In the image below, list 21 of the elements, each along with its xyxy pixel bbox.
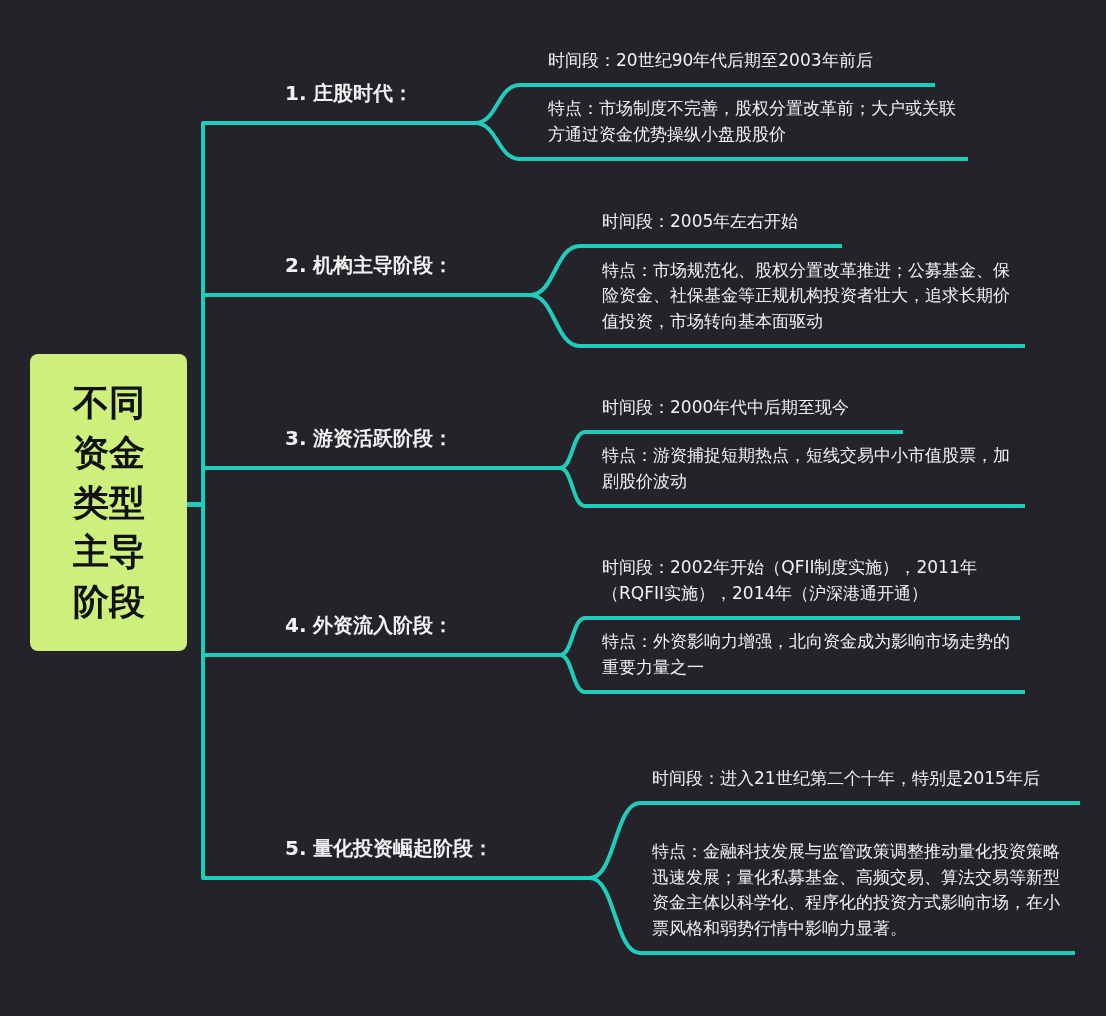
stage-heading: 2. 机构主导阶段： (280, 252, 530, 297)
time-period-note: 时间段：2002年开始（QFII制度实施），2011年（RQFII实施），2014年（沪深港通开通） (585, 555, 1020, 620)
connector-line (558, 466, 587, 508)
feature-note: 特点：市场规范化、股权分置改革推进；公募基金、保险资金、社保基金等正规机构投资者壮大，追求长期价值投资，市场转向基本面驱动 (580, 257, 1025, 348)
feature-note: 特点：游资捕捉短期热点，短线交易中小市值股票，加剧股价波动 (585, 443, 1025, 508)
feature-note: 特点：金融科技发展与监管政策调整推动量化投资策略迅速发展；量化私募基金、高频交易、算法交易等新型资金主体以科学化、程序化的投资方式影响市场，在小票风格和弱势行情中影响力显著。 (640, 839, 1075, 955)
connector-line (528, 293, 582, 348)
topic-box: 不同资金类型主导阶段 (30, 354, 187, 651)
time-period-note: 时间段：20世纪90年代后期至2003年前后 (520, 47, 935, 87)
time-period-note: 时间段：2005年左右开始 (580, 208, 842, 248)
connector-line (558, 653, 587, 694)
connector-line (473, 121, 522, 161)
stage-heading: 3. 游资活跃阶段： (280, 425, 560, 470)
connector-line (588, 876, 642, 955)
stage-heading: 5. 量化投资崛起阶段： (280, 835, 590, 880)
feature-note: 特点：市场制度不完善，股权分置改革前；大户或关联方通过资金优势操纵小盘股股价 (520, 96, 968, 161)
time-period-note: 时间段：2000年代中后期至现今 (585, 394, 903, 434)
feature-note: 特点：外资影响力增强，北向资金成为影响市场走势的重要力量之一 (585, 629, 1025, 694)
time-period-note: 时间段：进入21世纪第二个十年，特别是2015年后 (640, 765, 1080, 805)
stage-heading: 1. 庄股时代： (280, 80, 475, 125)
stage-heading: 4. 外资流入阶段： (280, 612, 560, 657)
